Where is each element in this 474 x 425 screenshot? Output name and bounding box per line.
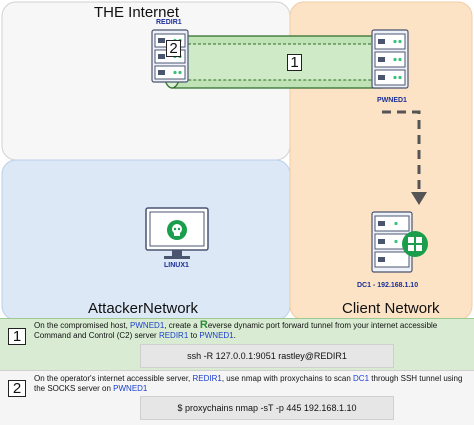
dc1-server-icon (371, 211, 413, 273)
skull-icon (167, 220, 187, 240)
internet-region-label: THE Internet (94, 4, 180, 21)
tunnel-2-number: 2 (166, 40, 181, 57)
step-1-description: On the compromised host, PWNED1, create … (34, 319, 438, 340)
step-2-number: 2 (8, 380, 26, 397)
scan-arrow (382, 110, 427, 205)
step-2-description: On the operator's internet accessible se… (34, 374, 463, 393)
pwned1-server-icon (371, 29, 409, 89)
tunnel-1-number: 1 (287, 54, 302, 71)
windows-logo-icon (402, 231, 428, 257)
attacker-region-label: AttackerNetwork (88, 300, 199, 317)
dc1-label: DC1 - 192.168.1.10 (357, 282, 419, 289)
pwned1-label: PWNED1 (377, 97, 407, 104)
step-1-number: 1 (8, 328, 26, 345)
linux1-label: LINUX1 (164, 262, 189, 269)
client-region-label: Client Network (342, 300, 440, 317)
ssh-tunnel-inner (169, 43, 385, 81)
step-1-panel: 1 On the compromised host, PWNED1, creat… (0, 318, 474, 372)
step-2-command: $ proxychains nmap -sT -p 445 192.168.1.… (140, 396, 394, 420)
step-2-panel: 2 On the operator's internet accessible … (0, 370, 474, 425)
redir1-label: REDIR1 (156, 19, 182, 26)
step-1-command: ssh -R 127.0.0.1:9051 rastley@REDIR1 (140, 344, 394, 368)
